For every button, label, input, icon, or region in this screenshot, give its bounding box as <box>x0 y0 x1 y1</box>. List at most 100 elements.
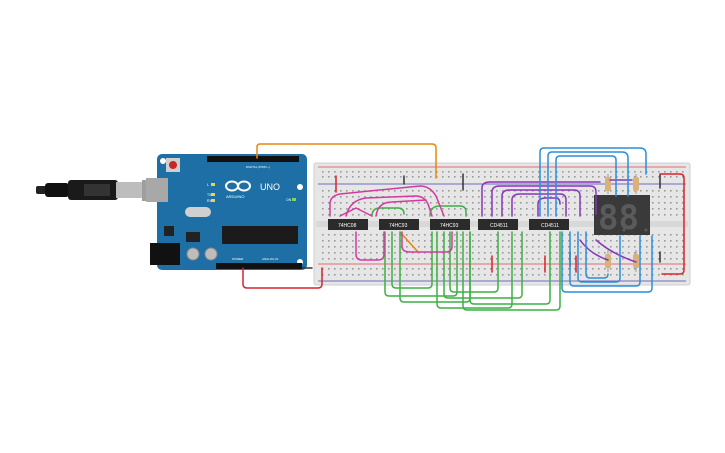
breadboard-hole <box>406 190 408 192</box>
breadboard-hole <box>442 246 444 248</box>
breadboard-hole <box>622 274 624 276</box>
reset-button[interactable] <box>166 158 180 172</box>
breadboard-hole <box>640 240 642 242</box>
chip-74hc93[interactable]: 74HC93 <box>430 219 470 230</box>
resistor[interactable] <box>633 174 639 194</box>
wire-green[interactable] <box>462 231 561 311</box>
wire-purple[interactable] <box>579 239 609 261</box>
breadboard-hole <box>388 234 390 236</box>
breadboard-hole <box>616 268 618 270</box>
wire-green[interactable] <box>371 207 405 217</box>
breadboard-hole <box>664 196 666 198</box>
breadboard-hole <box>544 246 546 248</box>
breadboard-hole <box>394 214 396 216</box>
wire-blue[interactable] <box>539 147 647 217</box>
breadboard-hole <box>586 202 588 204</box>
breadboard-hole <box>670 234 672 236</box>
breadboard-hole <box>466 246 468 248</box>
wire-red[interactable] <box>242 267 323 289</box>
breadboard-hole <box>592 202 594 204</box>
breadboard-hole <box>382 176 384 178</box>
wire-magenta[interactable] <box>329 185 445 217</box>
wire-purple[interactable] <box>501 189 581 217</box>
chip-cd4511[interactable]: CD4511 <box>478 219 518 230</box>
breadboard-hole <box>334 258 336 260</box>
wire-green[interactable] <box>436 231 513 309</box>
led-label-rx: RX <box>207 199 213 203</box>
wire-blue[interactable] <box>561 231 653 293</box>
wire-magenta[interactable] <box>355 231 385 261</box>
breadboard-hole <box>652 234 654 236</box>
breadboard-hole <box>652 252 654 254</box>
wire-purple[interactable] <box>481 181 601 217</box>
arduino-uno-board[interactable]: UNO ARDUINO DIGITAL (PWM ~) POWER ANALOG… <box>146 154 307 270</box>
wire-green[interactable] <box>449 231 499 293</box>
breadboard-hole <box>334 234 336 236</box>
wire-red[interactable] <box>659 173 685 275</box>
breadboard-hole <box>472 252 474 254</box>
wire-green[interactable] <box>429 205 467 217</box>
seven-segment-display[interactable]: 88 <box>594 195 650 238</box>
breadboard-hole <box>676 240 678 242</box>
resistor[interactable] <box>633 250 639 272</box>
breadboard-hole <box>454 190 456 192</box>
wire-magenta[interactable] <box>345 195 433 217</box>
wire-magenta[interactable] <box>375 199 427 217</box>
breadboard-hole <box>430 176 432 178</box>
wire-blue[interactable] <box>569 231 641 287</box>
breadboard-hole <box>580 258 582 260</box>
breadboard-hole <box>388 214 390 216</box>
breadboard-hole <box>496 246 498 248</box>
breadboard-hole <box>622 171 624 173</box>
breadboard-hole <box>670 268 672 270</box>
wire-purple[interactable] <box>595 239 637 263</box>
breadboard-hole <box>370 234 372 236</box>
breadboard-hole <box>568 252 570 254</box>
breadboard-hole <box>562 252 564 254</box>
led-label-tx: TX <box>207 193 212 197</box>
breadboard-hole <box>526 234 528 236</box>
breadboard-hole <box>478 190 480 192</box>
wire-blue[interactable] <box>547 151 629 217</box>
chip-74hc93[interactable]: 74HC93 <box>379 219 419 230</box>
breadboard-hole <box>454 234 456 236</box>
breadboard-hole <box>424 208 426 210</box>
wire-blue[interactable] <box>585 231 609 279</box>
breadboard-hole <box>502 190 504 192</box>
breadboard-hole <box>586 240 588 242</box>
wire-orange[interactable] <box>399 231 419 253</box>
wire-green[interactable] <box>443 231 523 299</box>
breadboard-hole <box>652 258 654 260</box>
wire-orange[interactable] <box>256 143 437 179</box>
breadboard-hole <box>340 190 342 192</box>
breadboard-hole <box>586 196 588 198</box>
breadboard-hole <box>670 240 672 242</box>
wire-magenta[interactable] <box>339 207 373 217</box>
wire-green[interactable] <box>469 231 551 305</box>
wire-purple[interactable] <box>537 197 561 217</box>
breadboard-hole <box>598 171 600 173</box>
breadboard-hole <box>328 171 330 173</box>
wire-red[interactable] <box>491 255 577 273</box>
breadboard-hole <box>478 274 480 276</box>
breadboard-hole <box>466 171 468 173</box>
wire-blue[interactable] <box>555 155 617 217</box>
resistor[interactable] <box>605 250 611 272</box>
wire-blue[interactable] <box>577 231 621 283</box>
breadboard-hole <box>496 214 498 216</box>
wire-green[interactable] <box>391 231 433 289</box>
wire-green[interactable] <box>384 231 458 297</box>
wire-magenta[interactable] <box>401 231 453 253</box>
breadboard-hole <box>682 202 684 204</box>
breadboard-hole <box>508 240 510 242</box>
power-analog-header <box>216 263 302 269</box>
breadboard-hole <box>526 258 528 260</box>
breadboard-hole <box>538 196 540 198</box>
breadboard-hole <box>676 202 678 204</box>
wire-purple[interactable] <box>491 185 597 217</box>
breadboard-hole <box>532 171 534 173</box>
breadboard-hole <box>376 268 378 270</box>
chip-74hc08[interactable]: 74HC08 <box>328 219 368 230</box>
breadboard-hole <box>436 202 438 204</box>
chip-cd4511[interactable]: CD4511 <box>529 219 569 230</box>
